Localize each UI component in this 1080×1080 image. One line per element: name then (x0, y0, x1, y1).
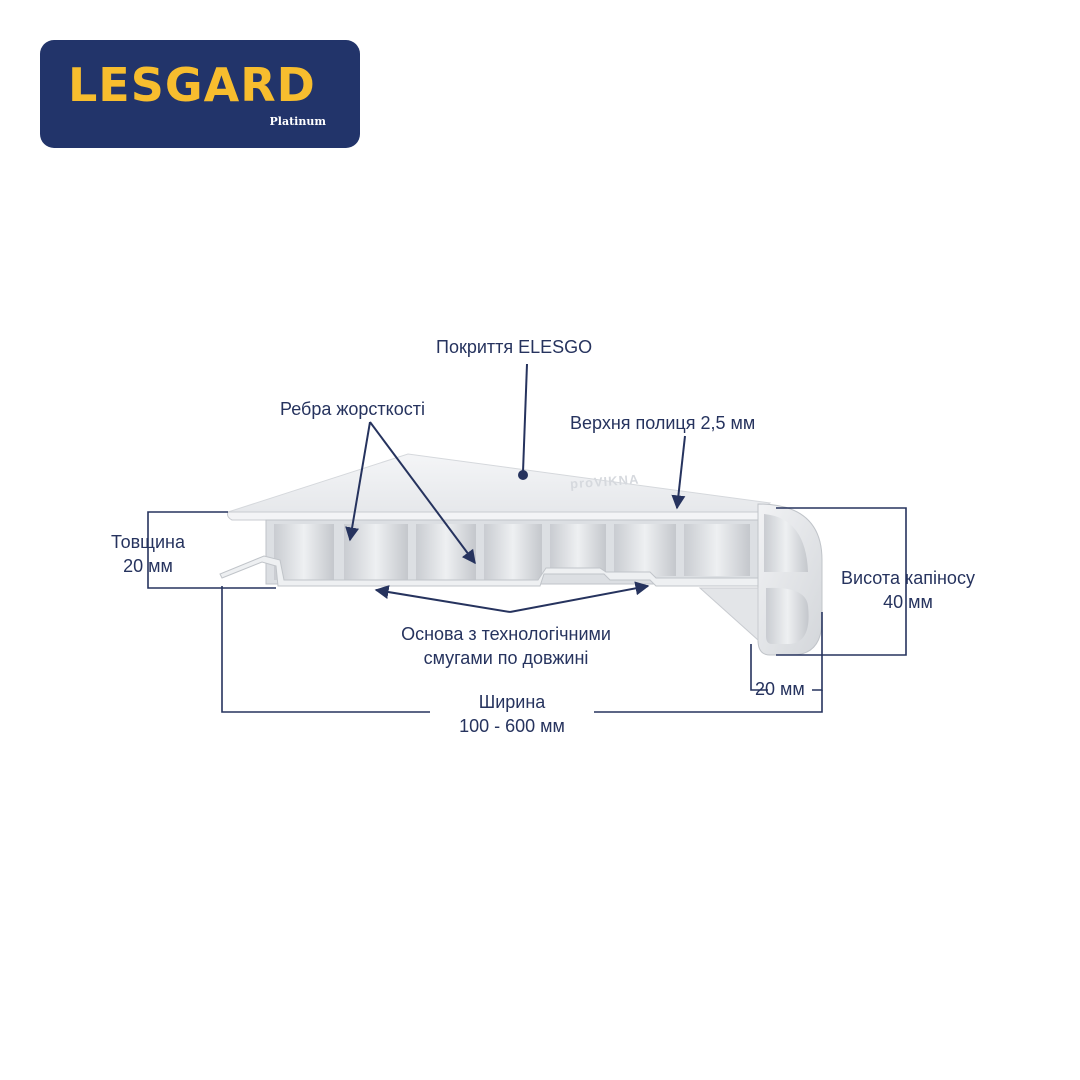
brand-logo: LESGARD Platinum (40, 40, 360, 148)
label-drip-width: 20 мм (755, 679, 805, 699)
label-thickness: Товщина 20 мм (100, 530, 196, 578)
label-width-value: 100 - 600 мм (459, 716, 565, 736)
label-drip-height-value: 40 мм (883, 592, 933, 612)
label-thickness-value: 20 мм (123, 556, 173, 576)
label-drip-height-title: Висота капіносу (841, 568, 975, 588)
label-width: Ширина 100 - 600 мм (430, 690, 594, 738)
label-ribs: Ребра жорсткості (280, 399, 425, 419)
coating-point (518, 470, 528, 480)
brand-name: LESGARD (68, 58, 316, 112)
brand-tagline: Platinum (269, 115, 326, 128)
profile-drip-inner-top (764, 514, 808, 572)
profile-top-surface (227, 453, 772, 513)
annotation-lines (147, 363, 907, 713)
label-drip-height: Висота капіносу 40 мм (822, 566, 994, 614)
label-width-title: Ширина (478, 692, 546, 712)
label-base-line2: смугами по довжині (423, 648, 589, 668)
label-base-line1: Основа з технологічними (401, 624, 611, 644)
profile-top-shelf (227, 511, 759, 521)
profile-chambers (274, 524, 750, 580)
profile-drip-tail (698, 587, 759, 642)
label-thickness-title: Товщина (111, 532, 185, 552)
label-base: Основа з технологічними смугами по довжи… (370, 622, 642, 670)
profile-drip-inner-bottom (766, 587, 809, 644)
label-coating: Покриття ELESGO (436, 337, 593, 357)
label-top-shelf: Верхня полиця 2,5 мм (570, 413, 756, 433)
